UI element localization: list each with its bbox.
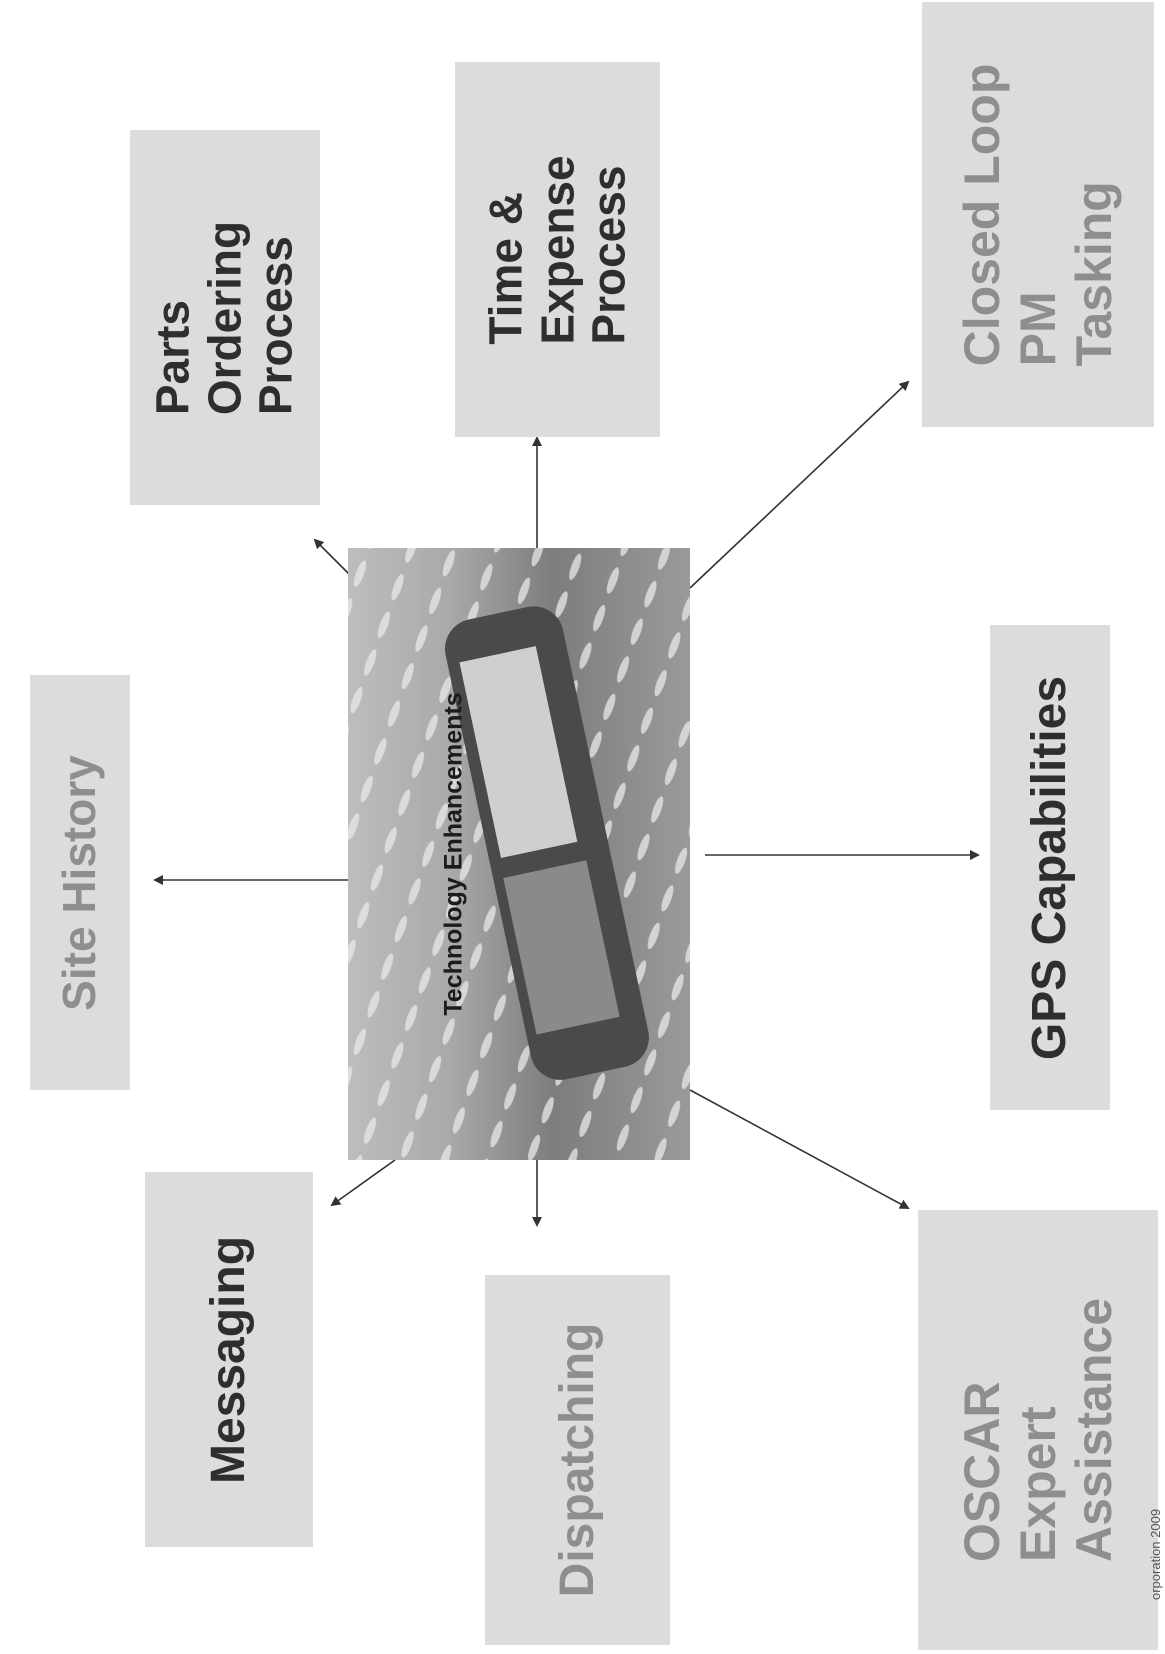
- node-parts-ordering: Parts Ordering Process: [130, 130, 320, 505]
- node-time-expense: Time & Expense Process: [455, 62, 660, 437]
- center-image-box: Technology Enhancements: [348, 548, 690, 1160]
- parts-ordering-line-2: Ordering: [199, 220, 251, 414]
- node-gps: GPS Capabilities: [990, 625, 1110, 1110]
- node-oscar: OSCAR Expert Assistance: [918, 1210, 1158, 1650]
- oscar-line-3: Assistance: [1066, 1298, 1122, 1562]
- arrow-to-messaging: [332, 1160, 395, 1205]
- node-messaging: Messaging: [145, 1172, 313, 1547]
- arrow-to-oscar: [690, 1090, 908, 1208]
- closed-loop-line-1: Closed Loop: [954, 63, 1010, 366]
- dispatching-label: Dispatching: [551, 1323, 605, 1598]
- arrow-to-closed-loop: [690, 382, 908, 588]
- closed-loop-line-3: Tasking: [1066, 63, 1122, 366]
- closed-loop-line-2: PM: [1010, 63, 1066, 366]
- parts-ordering-line-1: Parts: [148, 220, 200, 414]
- oscar-line-2: Expert: [1010, 1298, 1066, 1562]
- node-dispatching: Dispatching: [485, 1275, 670, 1645]
- node-closed-loop: Closed Loop PM Tasking: [922, 2, 1154, 427]
- time-expense-line-2: Expense: [532, 155, 584, 344]
- site-history-label: Site History: [54, 755, 106, 1011]
- footer-text: orporation 2009: [1148, 1509, 1163, 1600]
- pda-phone-icon: [348, 548, 690, 1160]
- oscar-line-1: OSCAR: [954, 1298, 1010, 1562]
- parts-ordering-line-3: Process: [251, 220, 303, 414]
- time-expense-line-3: Process: [583, 155, 635, 344]
- messaging-label: Messaging: [202, 1235, 256, 1483]
- node-site-history: Site History: [30, 675, 130, 1090]
- time-expense-line-1: Time &: [480, 155, 532, 344]
- gps-label: GPS Capabilities: [1023, 675, 1077, 1059]
- center-title: Technology Enhancements: [440, 548, 469, 1160]
